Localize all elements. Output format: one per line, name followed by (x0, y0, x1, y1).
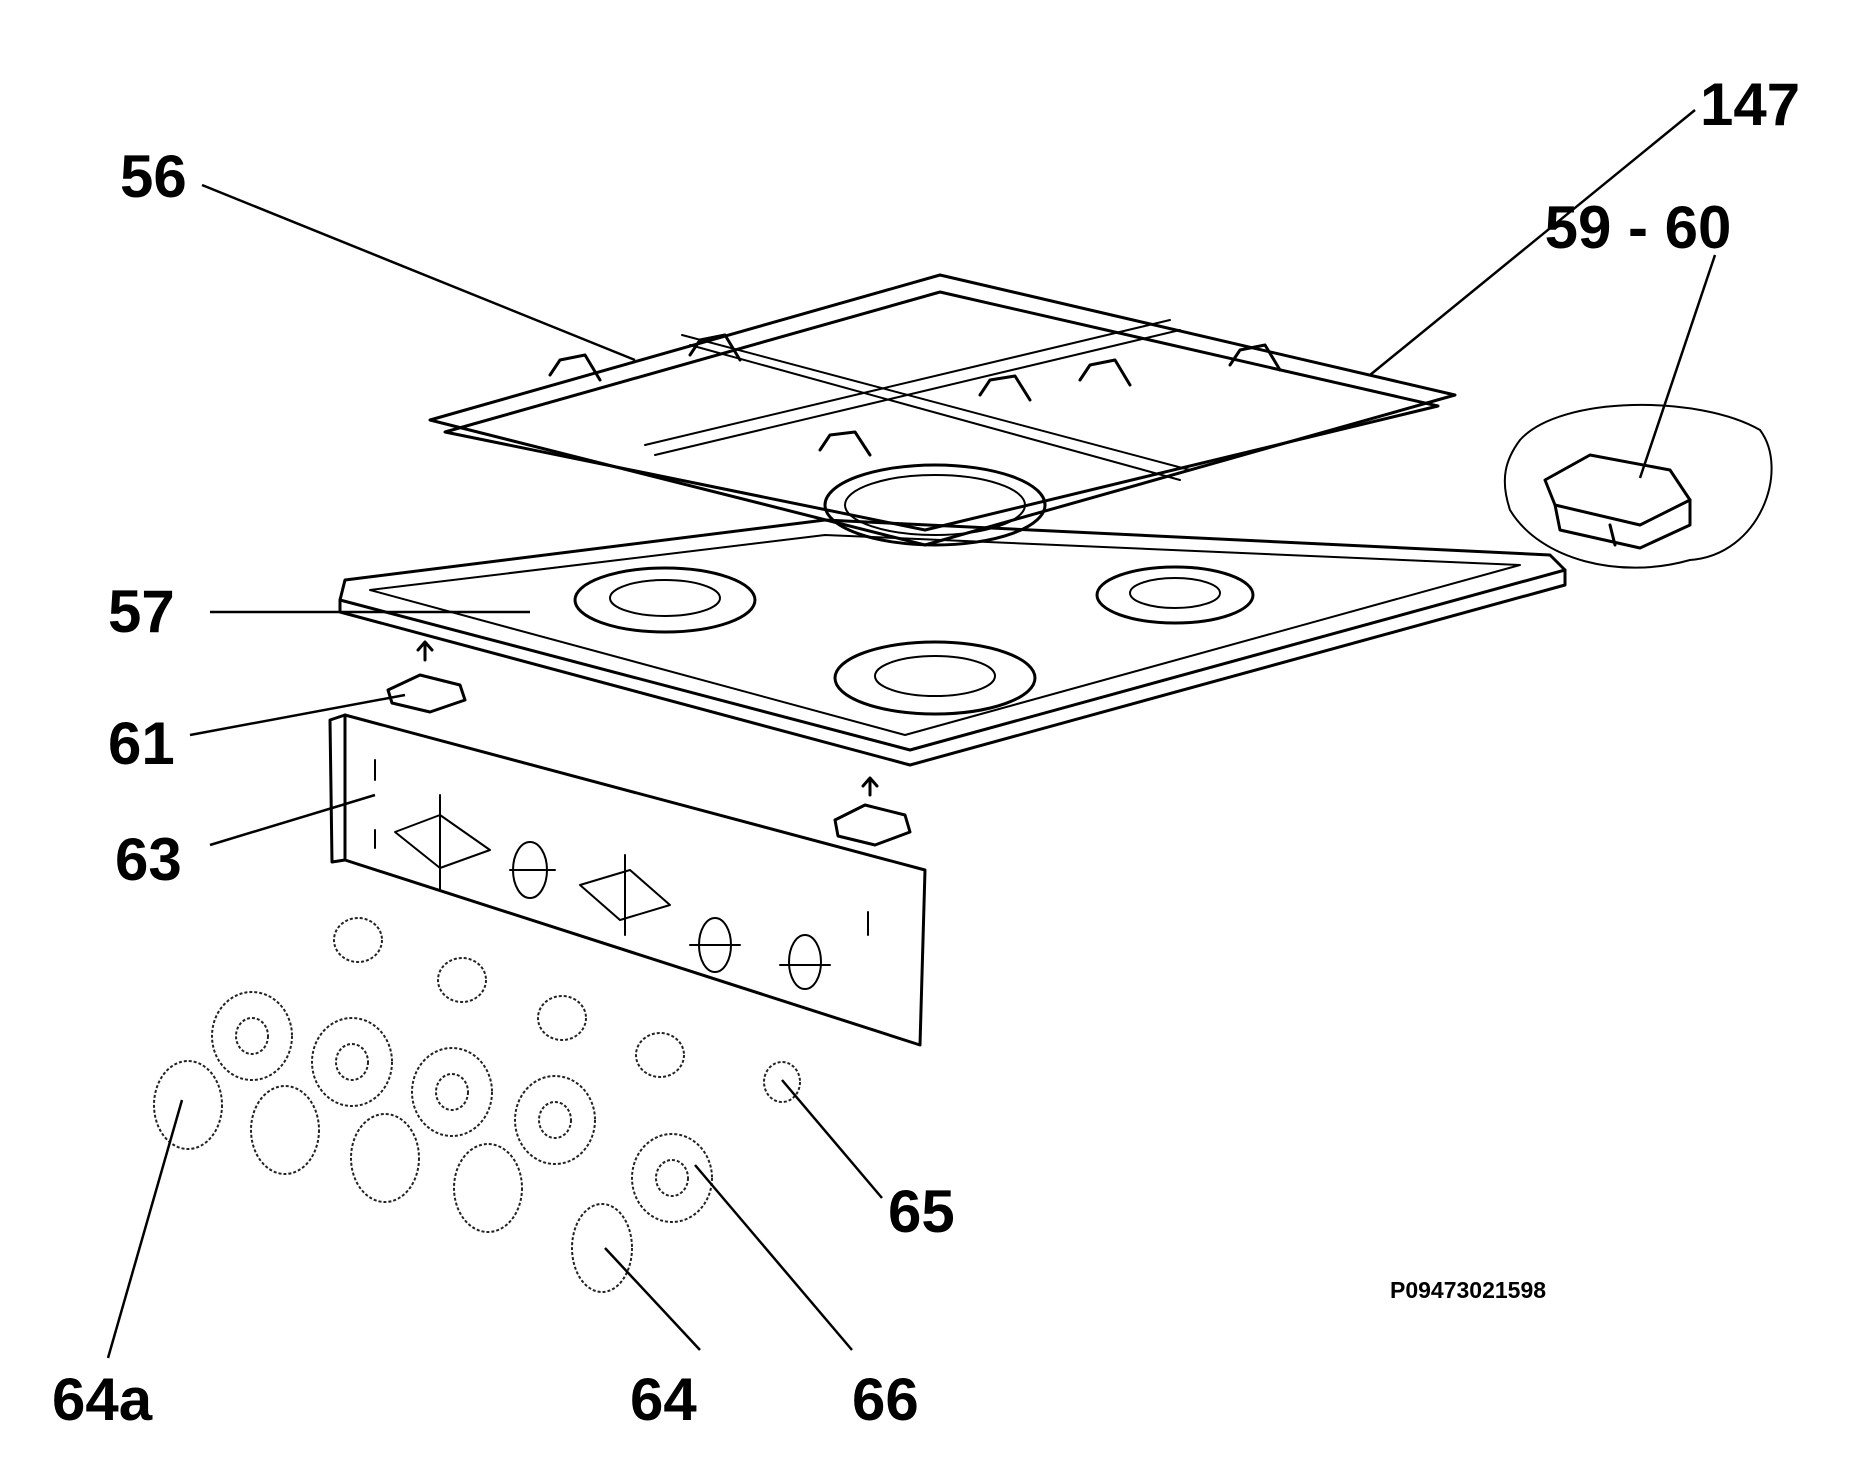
knob-64a (153, 1060, 223, 1150)
callout-labels: 56 147 59 - 60 57 61 63 65 64a 64 66 (52, 71, 1800, 1433)
callout-64a: 64a (52, 1366, 153, 1433)
leader-lines (106, 109, 1717, 1359)
callout-147: 147 (1700, 71, 1800, 138)
hob-top-plate (338, 518, 1567, 767)
callout-57: 57 (108, 578, 175, 645)
reference-code: P09473021598 (1390, 1277, 1546, 1303)
burner-left (573, 566, 757, 634)
control-panel (328, 713, 927, 1047)
knob-rings (211, 991, 713, 1223)
callout-66: 66 (852, 1366, 919, 1433)
burner-front (833, 640, 1037, 716)
callout-64: 64 (630, 1366, 697, 1433)
knob-64 (571, 1203, 633, 1293)
callout-59-60: 59 - 60 (1545, 194, 1732, 261)
fixing-clip-left (386, 640, 467, 714)
callout-61: 61 (108, 710, 175, 777)
callout-63: 63 (115, 826, 182, 893)
control-knobs (153, 1060, 633, 1293)
detail-inset-clip (1503, 403, 1773, 569)
callout-65: 65 (888, 1178, 955, 1245)
fixing-clip-right (833, 776, 912, 847)
pan-support-grid (428, 273, 1457, 547)
burner-right (1095, 565, 1255, 625)
callout-56: 56 (120, 143, 187, 210)
